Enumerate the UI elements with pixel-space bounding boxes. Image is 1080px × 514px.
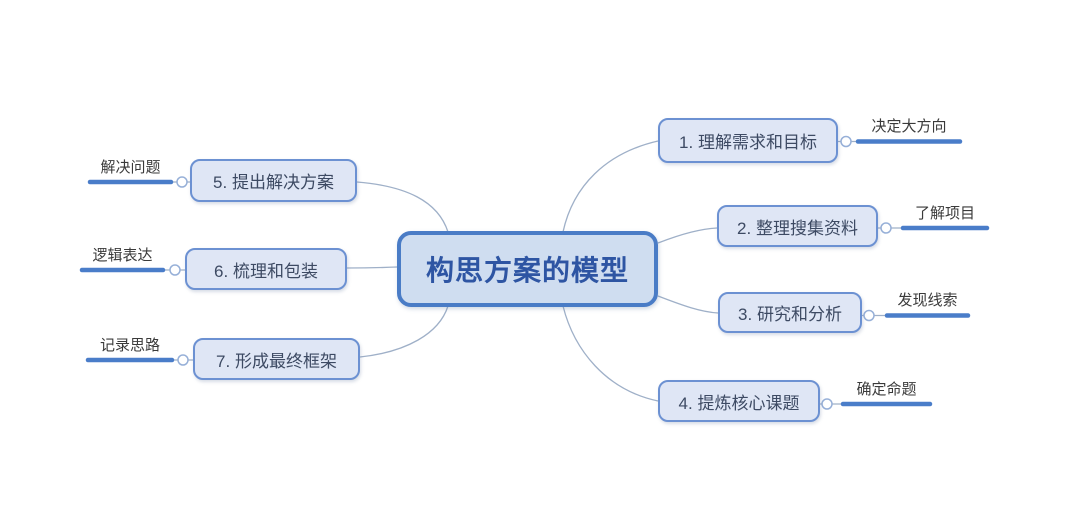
topic-1[interactable]: 1. 理解需求和目标 xyxy=(658,118,838,163)
branch-curve-1 xyxy=(562,140,659,233)
branch-curve-2 xyxy=(657,227,718,244)
branch-curve-5 xyxy=(356,181,449,233)
callout-4[interactable]: 确定命题 xyxy=(856,381,917,398)
collapse-handle-1[interactable] xyxy=(840,135,852,148)
branch-curve-7 xyxy=(359,305,449,358)
topic-3[interactable]: 3. 研究和分析 xyxy=(718,292,862,333)
topic-4[interactable]: 4. 提炼核心课题 xyxy=(658,380,820,422)
topic-6[interactable]: 6. 梳理和包装 xyxy=(185,248,347,290)
branch-curve-6 xyxy=(346,266,398,269)
callout-1[interactable]: 决定大方向 xyxy=(871,118,947,135)
collapse-handle-6[interactable] xyxy=(169,264,181,276)
collapse-handle-2[interactable] xyxy=(880,222,892,234)
callout-7[interactable]: 记录思路 xyxy=(99,337,160,354)
topic-2[interactable]: 2. 整理搜集资料 xyxy=(717,205,878,247)
callout-5[interactable]: 解决问题 xyxy=(100,159,161,176)
topic-5[interactable]: 5. 提出解决方案 xyxy=(190,159,357,202)
branch-curve-4 xyxy=(562,305,659,402)
topic-7[interactable]: 7. 形成最终框架 xyxy=(193,338,360,380)
central-topic[interactable]: 构思方案的模型 xyxy=(397,231,658,307)
callout-2[interactable]: 了解项目 xyxy=(914,205,975,222)
collapse-handle-3[interactable] xyxy=(863,309,875,322)
callout-3[interactable]: 发现线索 xyxy=(897,292,958,309)
collapse-handle-7[interactable] xyxy=(177,354,189,366)
callout-6[interactable]: 逻辑表达 xyxy=(92,247,153,264)
branch-curve-3 xyxy=(657,295,719,314)
collapse-handle-4[interactable] xyxy=(821,398,833,410)
collapse-handle-5[interactable] xyxy=(176,176,188,188)
